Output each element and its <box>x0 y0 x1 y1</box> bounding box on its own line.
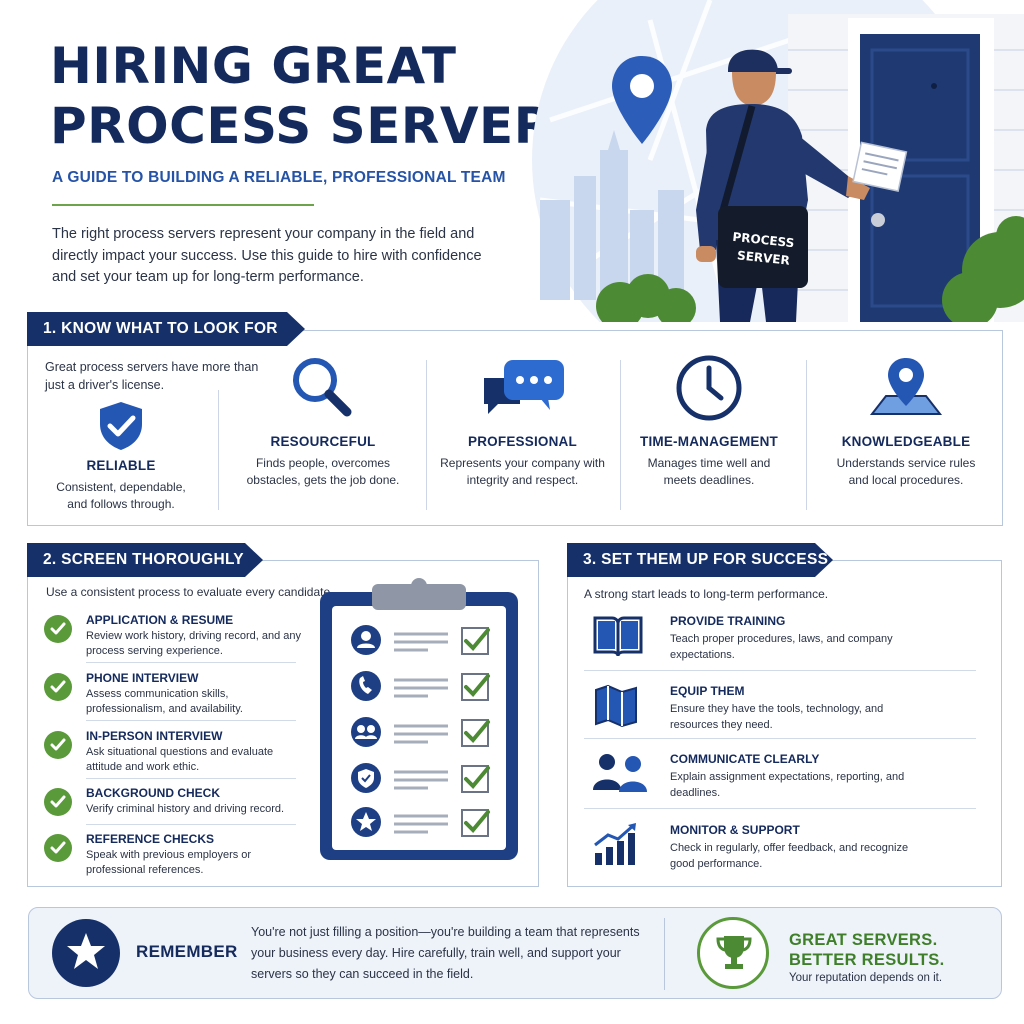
divider <box>426 360 427 510</box>
trait-desc: Represents your company with integrity a… <box>440 456 605 487</box>
tip-name: EQUIP THEM <box>670 684 745 698</box>
section-1-intro: Great process servers have more than jus… <box>45 360 259 392</box>
trait-professional: PROFESSIONAL Represents your company wit… <box>440 352 605 489</box>
check-icon <box>44 615 72 643</box>
tip-name: COMMUNICATE CLEARLY <box>670 752 820 766</box>
folded-map-icon <box>595 684 637 728</box>
map-pin-icon <box>869 358 943 415</box>
hero-section: HIRING GREAT PROCESS SERVERS A GUIDE TO … <box>0 0 1024 322</box>
tip-name: PROVIDE TRAINING <box>670 614 786 628</box>
bag-label-line-2: SERVER <box>736 248 790 267</box>
trait-desc: Consistent, dependable, and follows thro… <box>56 480 186 511</box>
step-desc: Speak with previous employers or profess… <box>86 849 252 876</box>
remember-text: You're not just filling a position—you'r… <box>251 925 640 981</box>
step-name: PHONE INTERVIEW <box>86 671 199 685</box>
section-3-header: 3. SET THEM UP FOR SUCCESS <box>567 543 833 577</box>
section-3-intro: A strong start leads to long-term perfor… <box>584 587 829 601</box>
page-title: HIRING GREAT PROCESS SERVERS <box>50 36 589 156</box>
clipboard-checklist-illustration <box>320 578 518 860</box>
step-name: REFERENCE CHECKS <box>86 832 215 846</box>
tip-desc: Ensure they have the tools, technology, … <box>670 703 884 731</box>
trait-knowledgeable: KNOWLEDGEABLE Understands service rules … <box>826 352 986 489</box>
hero-intro: The right process servers represent your… <box>52 226 482 285</box>
check-icon <box>44 731 72 759</box>
divider <box>86 720 296 721</box>
title-line-2: PROCESS SERVERS <box>50 97 590 155</box>
trait-name: TIME-MANAGEMENT <box>640 434 778 449</box>
divider <box>86 824 296 825</box>
tagline-line-2: BETTER RESULTS. <box>789 951 945 969</box>
step-desc: Ask situational questions and evaluate a… <box>86 746 274 773</box>
trait-reliable: RELIABLE Consistent, dependable, and fol… <box>46 400 196 513</box>
page-subtitle: A GUIDE TO BUILDING A RELIABLE, PROFESSI… <box>52 169 506 186</box>
tip-desc: Explain assignment expectations, reporti… <box>670 771 905 799</box>
magnifier-icon <box>293 358 352 417</box>
step-desc: Verify criminal history and driving reco… <box>86 803 285 815</box>
process-server-illustration: PROCESS SERVER <box>532 0 1024 322</box>
divider <box>584 670 976 671</box>
section-2-header: 2. SCREEN THOROUGHLY <box>27 543 263 577</box>
step-desc: Assess communication skills, professiona… <box>86 688 243 715</box>
bag-label-line-1: PROCESS <box>732 230 795 250</box>
growth-chart-icon <box>594 823 636 865</box>
divider <box>86 662 296 663</box>
shield-check-icon <box>100 402 142 450</box>
tagline-line-1: GREAT SERVERS. <box>789 931 938 949</box>
tip-name: MONITOR & SUPPORT <box>670 823 800 837</box>
trait-name: PROFESSIONAL <box>468 434 577 449</box>
great-servers-tagline: GREAT SERVERS. BETTER RESULTS. <box>789 930 944 970</box>
process-server-person: PROCESS SERVER <box>696 49 908 322</box>
trait-desc: Manages time well and meets deadlines. <box>647 456 771 487</box>
tagline-subtext: Your reputation depends on it. <box>789 972 943 984</box>
check-icon <box>44 834 72 862</box>
star-badge <box>52 919 120 987</box>
tip-desc: Teach proper procedures, laws, and compa… <box>670 633 893 661</box>
subtitle-underline <box>52 204 314 206</box>
tip-desc: Check in regularly, offer feedback, and … <box>670 842 909 870</box>
check-icon <box>44 788 72 816</box>
trophy-badge <box>697 917 769 989</box>
step-name: IN-PERSON INTERVIEW <box>86 729 223 743</box>
trait-resourceful: RESOURCEFUL Finds people, overcomes obst… <box>238 352 408 489</box>
trait-name: KNOWLEDGEABLE <box>841 434 971 449</box>
divider <box>86 778 296 779</box>
open-book-icon <box>593 616 643 657</box>
trait-time-management: TIME-MANAGEMENT Manages time well and me… <box>634 352 784 489</box>
footer-banner <box>28 907 1002 999</box>
remember-label: REMEMBER <box>136 942 238 961</box>
step-desc: Review work history, driving record, and… <box>86 630 301 657</box>
clock-icon <box>676 355 742 421</box>
title-line-1: HIRING GREAT <box>50 37 457 95</box>
divider <box>620 360 621 510</box>
trophy-icon <box>716 936 752 969</box>
footer-divider <box>664 918 665 990</box>
trait-desc: Finds people, overcomes obstacles, gets … <box>246 456 400 487</box>
section-3-box <box>567 560 1002 887</box>
trait-name: RELIABLE <box>86 458 156 473</box>
check-icon <box>44 673 72 701</box>
chat-bubbles-icon <box>483 360 564 414</box>
section-1-header: 1. KNOW WHAT TO LOOK FOR <box>27 312 305 346</box>
trait-desc: Understands service rules and local proc… <box>836 456 976 487</box>
star-icon <box>67 933 105 969</box>
trait-name: RESOURCEFUL <box>270 434 376 449</box>
divider <box>806 360 807 510</box>
section-2-intro: Use a consistent process to evaluate eve… <box>46 585 334 599</box>
divider <box>584 738 976 739</box>
location-pin-icon <box>612 56 672 144</box>
divider <box>584 808 976 809</box>
checklist-rows <box>351 625 490 837</box>
step-name: APPLICATION & RESUME <box>86 613 234 627</box>
divider <box>218 390 219 510</box>
step-name: BACKGROUND CHECK <box>86 786 220 800</box>
people-icon <box>593 754 647 792</box>
